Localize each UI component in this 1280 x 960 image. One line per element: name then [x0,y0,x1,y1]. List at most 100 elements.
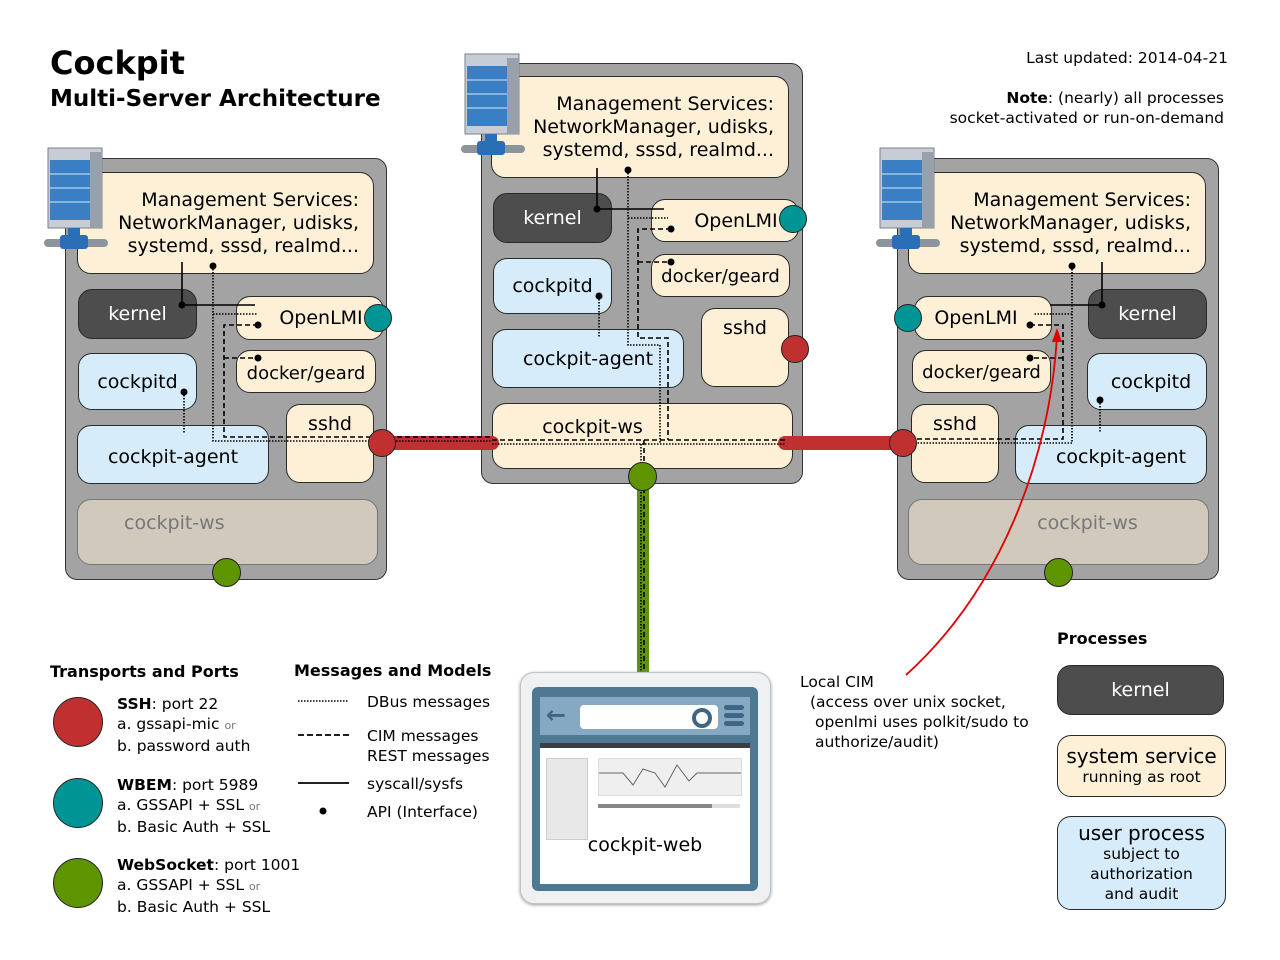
legend-system-service-title: system service [1066,744,1217,768]
legend-transports-title: Transports and Ports [50,662,239,681]
cockpit-web-client: ← cockpit-web [520,672,771,904]
wbem-port-left [364,304,392,332]
or-label: or [224,719,236,732]
websocket-port-center [628,462,657,491]
graph-thumbnail [598,758,742,796]
search-icon [692,708,712,728]
transport-option: a. gssapi-mic [117,715,220,733]
page-subtitle: Multi-Server Architecture [50,86,381,112]
graph-line-icon [599,764,741,788]
menu-icon [724,705,744,726]
websocket-port-right [1044,558,1073,587]
transport-port: : port 5989 [171,776,259,794]
cockpitd-right: cockpitd [1087,353,1207,410]
cockpit-ws-center: cockpit-ws [492,403,793,469]
transport-option: b. Basic Auth + SSL [117,898,271,916]
websocket-legend-circle [53,858,103,908]
openlmi-left: OpenLMI [236,296,384,340]
mgmt-title: Management Services: [973,188,1191,211]
host-list-thumbnail [546,758,588,840]
transport-option: a. GSSAPI + SSL [117,876,245,894]
mgmt-line: systemd, sssd, realmd... [542,138,774,161]
management-services-left: Management Services:NetworkManager, udis… [77,172,374,274]
cockpit-agent-right: cockpit-agent [1015,425,1207,484]
note-line1: : (nearly) all processes [1047,89,1224,107]
center-server-api-dots [593,166,675,300]
openlmi-right: OpenLMI [914,296,1052,340]
legend-messages-title: Messages and Models [294,661,492,680]
local-cim-arrowhead [1052,328,1062,342]
browser-toolbar: ← [540,697,750,735]
ssh-port-center [781,335,809,363]
annotation-line: authorize/audit) [815,733,939,751]
mgmt-line: systemd, sssd, realmd... [959,234,1191,257]
legend-ssh: SSH: port 22 a. gssapi-mic or b. passwor… [117,694,250,756]
wbem-port-right [894,304,922,332]
legend-cim-line2: REST messages [367,747,490,765]
wbem-port-center [779,205,807,233]
ssh-legend-circle [53,697,103,747]
or-label: or [248,880,261,893]
mgmt-line: NetworkManager, udisks, [950,211,1191,234]
legend-user-process-sub: and audit [1104,885,1179,903]
annotation-line: (access over unix socket, [810,693,1006,711]
legend-syscall-label: syscall/sysfs [367,775,464,793]
transport-option: b. Basic Auth + SSL [117,818,271,836]
note-line2: socket-activated or run-on-demand [949,109,1224,127]
cockpit-agent-center: cockpit-agent [492,329,684,388]
cockpit-ws-left: cockpit-ws [77,499,378,565]
cockpit-agent-left: cockpit-agent [77,425,269,484]
transport-name: WebSocket [117,856,214,874]
management-services-center: Management Services:NetworkManager, udis… [491,76,789,178]
cockpit-web-label: cockpit-web [587,834,703,856]
url-bar [580,705,718,729]
local-cim-annotation: Local CIM (access over unix socket, open… [800,672,1029,752]
transport-option: a. GSSAPI + SSL [117,796,245,814]
ssh-port-right [889,429,917,457]
cockpitd-center: cockpitd [493,258,612,314]
note-label: Note [1006,89,1048,107]
app-topbar [540,743,750,748]
local-cim-arrow [905,334,1058,676]
transport-port: : port 22 [151,695,219,713]
legend-dbus-label: DBus messages [367,693,491,711]
legend-system-service-sub: running as root [1082,768,1201,786]
wbem-legend-circle [53,778,103,828]
legend-wbem: WBEM: port 5989 a. GSSAPI + SSL or b. Ba… [117,775,270,837]
kernel-left: kernel [78,289,197,339]
legend-user-process-sub: subject to [1103,845,1180,863]
or-label: or [248,800,261,813]
openlmi-center: OpenLMI [651,199,799,242]
legend-user-process-box: user process subject to authorization an… [1057,816,1226,910]
note: Note: (nearly) all processes socket-acti… [950,88,1224,128]
left-server-api-dots [178,262,262,396]
docker-geard-right: docker/geard [912,350,1051,393]
progress-thumbnail [598,804,740,808]
right-server-api-dots [1026,262,1106,404]
mgmt-title: Management Services: [141,188,359,211]
back-arrow-icon: ← [546,701,567,729]
sshd-center: sshd [701,308,789,387]
server-icon [461,53,525,155]
kernel-right: kernel [1088,289,1207,339]
sshd-left: sshd [286,404,374,483]
legend-api-label: API (Interface) [367,803,478,821]
kernel-center: kernel [493,193,612,243]
legend-api-dot [319,807,327,815]
legend-websocket: WebSocket: port 1001 a. GSSAPI + SSL or … [117,855,300,917]
center-server-links [492,168,785,672]
page-title: Cockpit [50,44,185,82]
transport-name: SSH [117,695,152,713]
transport-option: b. password auth [117,737,251,755]
ssh-port-left [368,429,396,457]
annotation-line: Local CIM [800,673,874,691]
mgmt-line: NetworkManager, udisks, [118,211,359,234]
legend-processes-title: Processes [1057,629,1148,648]
left-server-links [181,262,492,442]
server-icon [44,147,108,249]
legend-system-service-box: system service running as root [1057,735,1226,797]
app-screen: cockpit-web [540,748,750,884]
transport-port: : port 1001 [213,856,301,874]
mgmt-line: systemd, sssd, realmd... [127,234,359,257]
mgmt-title: Management Services: [556,92,774,115]
